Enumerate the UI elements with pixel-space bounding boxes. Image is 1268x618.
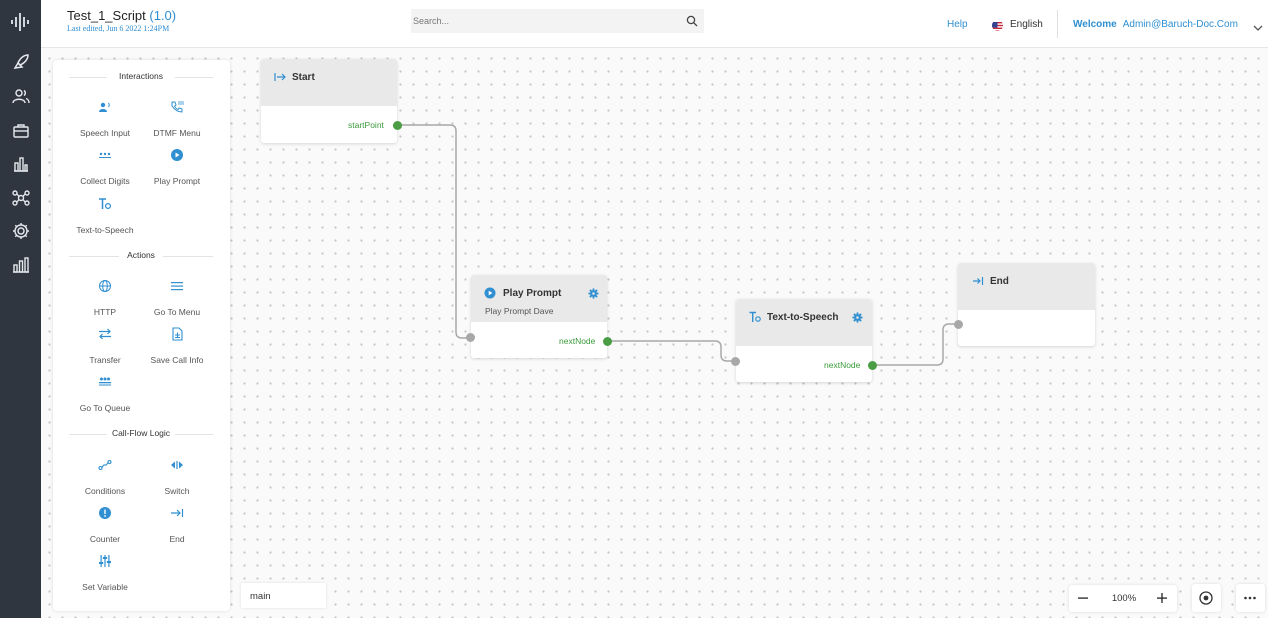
play-circle-icon <box>484 287 496 299</box>
tool-go-to-menu[interactable]: Go To Menu <box>142 279 212 317</box>
last-edited: Last edited, Jun 6 2022 1:24PM <box>67 24 170 33</box>
more-options-button[interactable] <box>1236 584 1265 612</box>
node-play-prompt[interactable]: Play Prompt Play Prompt Dave nextNode <box>471 275 607 358</box>
text-to-speech-icon <box>99 198 112 210</box>
port-label: nextNode <box>559 336 596 346</box>
tool-transfer[interactable]: Transfer <box>70 327 140 365</box>
zoom-out-icon[interactable] <box>1075 590 1091 606</box>
flow-tab-main[interactable]: main <box>241 583 326 608</box>
section-title: Actions <box>127 250 155 260</box>
port-end-in[interactable] <box>954 320 963 329</box>
tool-dtmf-menu[interactable]: DTMF Menu <box>142 100 212 138</box>
settings-icon[interactable] <box>11 221 31 241</box>
node-header <box>261 59 397 106</box>
node-title: Text-to-Speech <box>767 312 839 323</box>
search-icon[interactable] <box>686 14 698 27</box>
building-chart-icon[interactable] <box>11 154 31 174</box>
sliders-icon <box>99 555 111 567</box>
port-label: startPoint <box>348 120 384 130</box>
header-divider <box>1057 10 1058 38</box>
chevron-down-icon[interactable] <box>1253 20 1263 31</box>
tool-http[interactable]: HTTP <box>70 279 140 317</box>
node-header <box>958 263 1095 310</box>
help-link[interactable]: Help <box>947 19 968 30</box>
conditions-icon <box>98 459 112 471</box>
save-document-icon <box>172 327 183 341</box>
gear-icon[interactable] <box>852 312 863 323</box>
node-end[interactable]: End <box>958 263 1095 346</box>
script-version: (1.0) <box>149 8 177 23</box>
section-call-flow-logic: Call-Flow Logic <box>69 428 213 440</box>
switch-icon <box>171 461 183 469</box>
tool-play-prompt[interactable]: Play Prompt <box>142 148 212 186</box>
briefcase-icon[interactable] <box>11 121 31 141</box>
recenter-button[interactable] <box>1192 584 1221 612</box>
node-title: End <box>990 276 1009 287</box>
us-flag-icon[interactable] <box>992 20 1003 31</box>
node-text-to-speech[interactable]: Text-to-Speech nextNode <box>736 299 872 382</box>
node-header <box>736 299 872 346</box>
node-start[interactable]: Start startPoint <box>261 59 397 143</box>
node-header <box>471 275 607 322</box>
top-header: Test_1_Script (1.0) Last edited, Jun 6 2… <box>41 0 1268 48</box>
speech-input-icon <box>99 102 110 112</box>
end-arrow-icon <box>171 509 184 517</box>
play-circle-icon <box>171 149 183 161</box>
zoom-control: 100% <box>1069 585 1177 612</box>
search-input[interactable] <box>411 9 704 33</box>
more-dots-icon <box>1244 596 1256 600</box>
transfer-arrows-icon <box>99 328 111 340</box>
flow-icon[interactable] <box>11 188 31 208</box>
language-selector[interactable]: English <box>1010 19 1043 30</box>
user-email: Admin@Baruch-Doc.Com <box>1122 19 1238 30</box>
flow-canvas[interactable] <box>41 48 1268 618</box>
collect-digits-icon <box>99 152 111 158</box>
node-subtitle: Play Prompt Dave <box>485 306 554 316</box>
section-interactions: Interactions <box>69 71 213 83</box>
reports-icon[interactable] <box>11 255 31 275</box>
text-to-speech-icon <box>749 311 761 322</box>
port-play-out[interactable] <box>603 337 612 346</box>
tool-save-call-info[interactable]: Save Call Info <box>142 327 212 365</box>
welcome-label: Welcome <box>1073 19 1117 30</box>
tool-speech-input[interactable]: Speech Input <box>70 100 140 138</box>
port-tts-out[interactable] <box>868 361 877 370</box>
port-start-out[interactable] <box>393 121 402 130</box>
end-arrow-icon <box>973 277 984 285</box>
start-arrow-icon <box>274 73 286 81</box>
tool-set-variable[interactable]: Set Variable <box>70 554 140 592</box>
tool-conditions[interactable]: Conditions <box>70 458 140 496</box>
dtmf-phone-icon <box>171 101 184 113</box>
zoom-in-icon[interactable] <box>1154 590 1170 606</box>
nav-rail <box>0 0 41 618</box>
tool-counter[interactable]: Counter <box>70 506 140 544</box>
users-icon[interactable] <box>11 87 31 107</box>
target-icon <box>1199 591 1213 605</box>
port-play-in[interactable] <box>466 333 475 342</box>
tool-end[interactable]: End <box>142 506 212 544</box>
tool-collect-digits[interactable]: Collect Digits <box>70 148 140 186</box>
queue-people-icon <box>99 377 111 386</box>
gear-icon[interactable] <box>588 288 599 299</box>
tool-switch[interactable]: Switch <box>142 458 212 496</box>
script-name: Test_1_Script <box>67 8 146 23</box>
zoom-level: 100% <box>1111 593 1137 604</box>
counter-icon <box>99 507 111 519</box>
section-title: Call-Flow Logic <box>111 428 171 438</box>
globe-icon <box>99 280 111 292</box>
section-title: Interactions <box>119 71 163 81</box>
tool-text-to-speech[interactable]: Text-to-Speech <box>70 197 140 235</box>
script-title: Test_1_Script (1.0) <box>67 8 176 23</box>
section-actions: Actions <box>69 250 213 262</box>
port-tts-in[interactable] <box>731 357 740 366</box>
rocket-icon[interactable] <box>11 52 31 72</box>
user-menu[interactable]: Welcome Admin@Baruch-Doc.Com <box>1073 19 1238 30</box>
menu-lines-icon <box>171 282 183 291</box>
app-logo-icon[interactable] <box>10 12 32 32</box>
node-title: Start <box>292 72 315 83</box>
tool-go-to-queue[interactable]: Go To Queue <box>70 375 140 413</box>
node-title: Play Prompt <box>503 288 562 299</box>
node-palette: Interactions Speech Input DTMF Menu Coll… <box>53 60 230 611</box>
port-label: nextNode <box>824 360 861 370</box>
